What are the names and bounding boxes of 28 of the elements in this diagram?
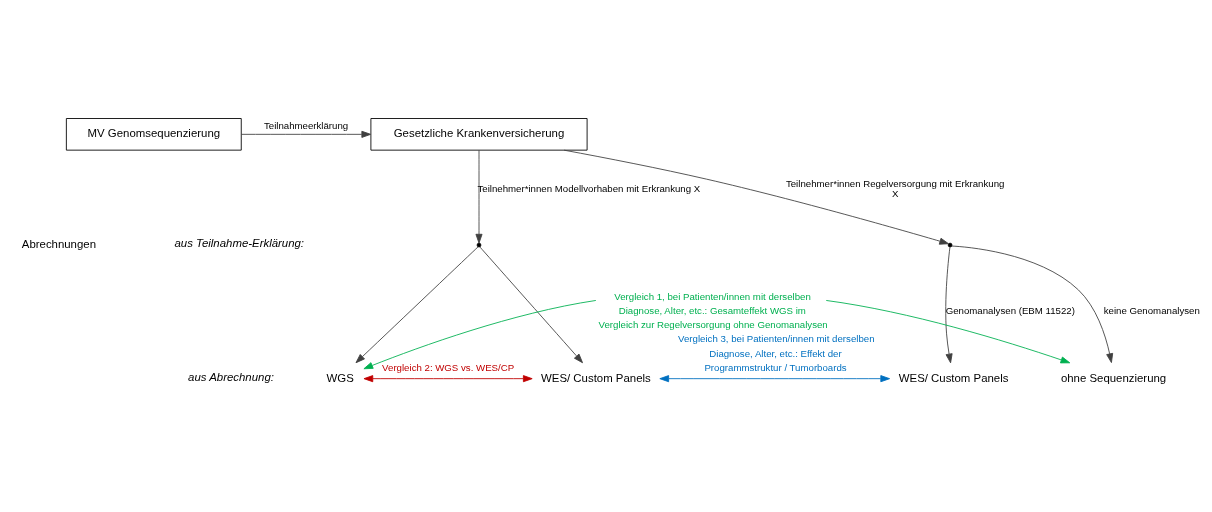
edge-label: Genomanalysen (EBM 11522) <box>945 304 1075 316</box>
arrow <box>945 246 953 363</box>
edge-label: Teilnehmer*innen Regelversorgung mit Erkrankung X <box>785 177 1005 199</box>
edge-label: Teilnehmer*innen Modellvorhaben mit Erkrankung X <box>477 182 701 194</box>
node-text: WES/ Custom Panels <box>541 371 651 384</box>
node-text: WES/ Custom Panels <box>898 371 1009 384</box>
arrow <box>240 130 372 138</box>
label: aus Teilnahme-Erklärung: <box>174 236 305 249</box>
arrow <box>355 245 479 363</box>
label: aus Abrechnung: <box>188 370 274 383</box>
edge-label: keine Genomanalysen <box>1103 304 1200 316</box>
arrow <box>479 246 583 363</box>
node-box: MV Genomsequenzierung <box>65 117 242 151</box>
arrow <box>475 149 483 243</box>
arrow <box>363 374 533 382</box>
node-text: WGS <box>326 371 354 384</box>
edge-label: Teilnahmeerklärung <box>263 119 349 131</box>
arrow <box>951 245 1114 363</box>
arrow <box>659 374 891 382</box>
label: Abrechnungen <box>21 237 96 250</box>
node-point <box>476 242 482 247</box>
edge-label: Vergleich 2: WGS vs. WES/CP <box>382 361 515 373</box>
edge-label: Vergleich 3, bei Patienten/innen mit derselben Diagnose, Alter, etc.: Effekt der Programmstruktur / Tumorboards <box>678 332 875 373</box>
node-box: Gesetzliche Krankenversicherung <box>370 117 588 151</box>
node-text: ohne Sequenzierung <box>1060 371 1167 384</box>
node-point <box>947 242 953 247</box>
edge-label: Vergleich 1, bei Patienten/innen mit derselben Diagnose, Alter, etc.: Gesamteffekt WGS im Vergleich zur Regelversorgung ohne Genomanalysen <box>598 290 828 330</box>
arrow <box>563 149 949 245</box>
